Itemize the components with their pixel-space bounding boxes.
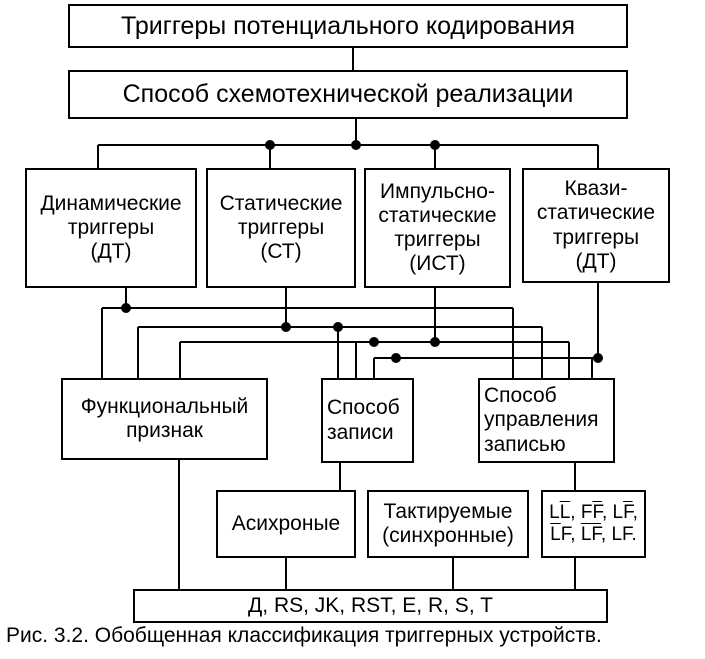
clocked-box: Тактируемые (синхронные) <box>367 490 529 558</box>
method-box-label: Способ схемотехнической реализации <box>122 80 574 109</box>
control-type-text: , F <box>570 502 593 524</box>
criteria-box-line: записью <box>484 432 566 456</box>
type-box-line: триггеры <box>394 228 481 251</box>
title-box: Триггеры потенциального кодирования <box>68 4 628 48</box>
criteria-box-line: признак <box>126 419 203 442</box>
type-box-quasi-static: Квази- статические триггеры (ДТ) <box>522 168 670 283</box>
async-box: Асихроные <box>216 490 356 558</box>
type-box-line: триггеры <box>67 215 155 239</box>
control-types-row-1: LL, FF, LF, <box>549 502 638 524</box>
type-box-line: триггеры <box>237 215 325 239</box>
type-box-line: триггеры <box>552 225 640 249</box>
title-box-label: Триггеры потенциального кодирования <box>121 11 575 40</box>
control-type-inverted: L <box>580 524 592 545</box>
type-box-line: (СТ) <box>260 240 302 264</box>
type-box-dynamic: Динамические триггеры (ДТ) <box>25 168 197 288</box>
control-type-inverted: F <box>592 502 602 524</box>
criteria-box-line: управления <box>484 408 599 432</box>
control-type-text: , L <box>601 502 624 524</box>
control-type-text: , <box>632 502 638 524</box>
figure-caption: Рис. 3.2. Обобщенная классификация тригг… <box>6 624 602 647</box>
criteria-box-line: записи <box>327 420 394 444</box>
type-box-line: Статические <box>219 191 343 215</box>
criteria-box-write-method: Способ записи <box>321 378 414 463</box>
type-box-line: (ИСТ) <box>409 252 466 276</box>
criteria-box-line: Функциональный <box>80 394 249 418</box>
async-box-label: Асихроные <box>231 511 341 535</box>
trigger-types-label: Д, RS, JK, RST, E, R, S, T <box>248 593 493 617</box>
type-box-line: (ДТ) <box>90 240 132 264</box>
type-box-static: Статические триггеры (СТ) <box>206 168 356 288</box>
type-box-line: (ДТ) <box>575 249 617 273</box>
clocked-box-line: (синхронные) <box>382 524 514 547</box>
criteria-box-functional: Функциональный признак <box>61 378 268 460</box>
clocked-box-line: Тактируемые <box>383 499 513 523</box>
type-box-line: Импульсно- <box>380 179 495 203</box>
control-type-text: L <box>549 502 560 524</box>
criteria-box-write-control: Способ управления записью <box>478 378 615 463</box>
criteria-box-line: Способ <box>484 384 557 408</box>
type-box-line: Квази- <box>564 177 628 201</box>
control-type-inverted: L <box>559 502 571 524</box>
method-box: Способ схемотехнической реализации <box>68 70 628 119</box>
control-types-box: LL, FF, LF, LF, LF, LF. <box>541 490 646 558</box>
control-type-text: , LF. <box>600 524 637 545</box>
control-type-text: F, <box>560 524 581 545</box>
control-type-inverted: F <box>623 502 633 524</box>
type-box-line: Динамические <box>40 191 182 215</box>
type-box-line: статические <box>378 203 497 227</box>
control-types-row-2: LF, LF, LF. <box>549 524 638 546</box>
control-type-inverted: L <box>550 524 561 545</box>
type-box-line: статические <box>536 201 656 225</box>
trigger-types-box: Д, RS, JK, RST, E, R, S, T <box>133 589 608 623</box>
control-type-inverted: F <box>591 524 601 545</box>
criteria-box-line: Способ <box>327 396 400 420</box>
type-box-pulse-static: Импульсно- статические триггеры (ИСТ) <box>364 168 511 288</box>
